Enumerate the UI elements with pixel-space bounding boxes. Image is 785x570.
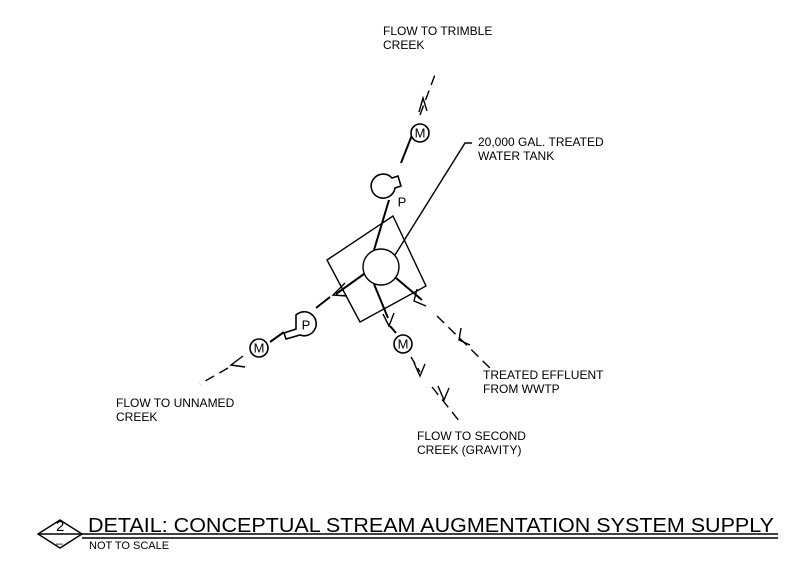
pump-southwest: [282, 310, 317, 340]
pipe-to-trimble: [373, 199, 390, 251]
arrow-effluent-1: [413, 288, 427, 307]
label-second-line1: FLOW TO SECOND: [417, 429, 526, 443]
label-tank-line1: 20,000 GAL. TREATED: [478, 135, 604, 149]
pump-southwest-label: P: [302, 318, 311, 333]
meter-trimble: [410, 123, 430, 143]
meter-trimble-label: M: [415, 126, 426, 141]
scale-note: NOT TO SCALE: [89, 540, 169, 552]
pipe-to-second: [373, 283, 389, 319]
meter-second: [393, 334, 413, 354]
pipe-effluent: [395, 277, 423, 301]
arrow-trimble: [418, 95, 428, 113]
arrow-second-1: [382, 312, 395, 328]
label-tank-line2: WATER TANK: [478, 149, 554, 163]
arrow-unnamed-2: [229, 355, 246, 368]
pipe-to-unnamed: [335, 273, 365, 295]
label-effluent-line1: TREATED EFFLUENT: [483, 368, 604, 382]
pipe-unnamed-low: [269, 331, 285, 343]
arrow-second-3: [437, 385, 450, 402]
flow-line-trimble: [419, 71, 437, 116]
label-effluent-line2: FROM WWTP: [483, 382, 560, 396]
detail-diamond: [36, 519, 84, 549]
meter-second-label: M: [398, 337, 409, 352]
meter-unnamed-label: M: [254, 341, 265, 356]
label-trimble-line1: FLOW TO TRIMBLE: [383, 24, 492, 38]
label-second-line2: CREEK (GRAVITY): [417, 443, 521, 457]
tank-leader-line: [394, 142, 472, 256]
arrow-second-2: [413, 362, 426, 378]
sheet-reference: –: [56, 536, 63, 550]
pipe-unnamed-mid: [315, 296, 331, 309]
containment-box: [326, 214, 427, 323]
label-trimble-line2: CREEK: [383, 38, 424, 52]
detail-title: DETAIL: CONCEPTUAL STREAM AUGMENTATION S…: [88, 515, 774, 537]
detail-number: 2: [56, 518, 64, 535]
water-tank: [362, 248, 400, 286]
meter-unnamed: [249, 338, 269, 358]
arrow-unnamed-1: [331, 282, 348, 297]
arrow-effluent-2: [458, 327, 471, 346]
pipe-second-mid: [389, 325, 397, 334]
label-unnamed-line2: CREEK: [116, 410, 157, 424]
flow-line-unnamed: [199, 367, 229, 385]
flow-line-second: [410, 356, 421, 373]
pump-north-label: P: [398, 195, 407, 210]
flow-line-second-low: [431, 386, 461, 423]
pump-north: [370, 173, 402, 199]
label-unnamed-line1: FLOW TO UNNAMED: [116, 396, 235, 410]
